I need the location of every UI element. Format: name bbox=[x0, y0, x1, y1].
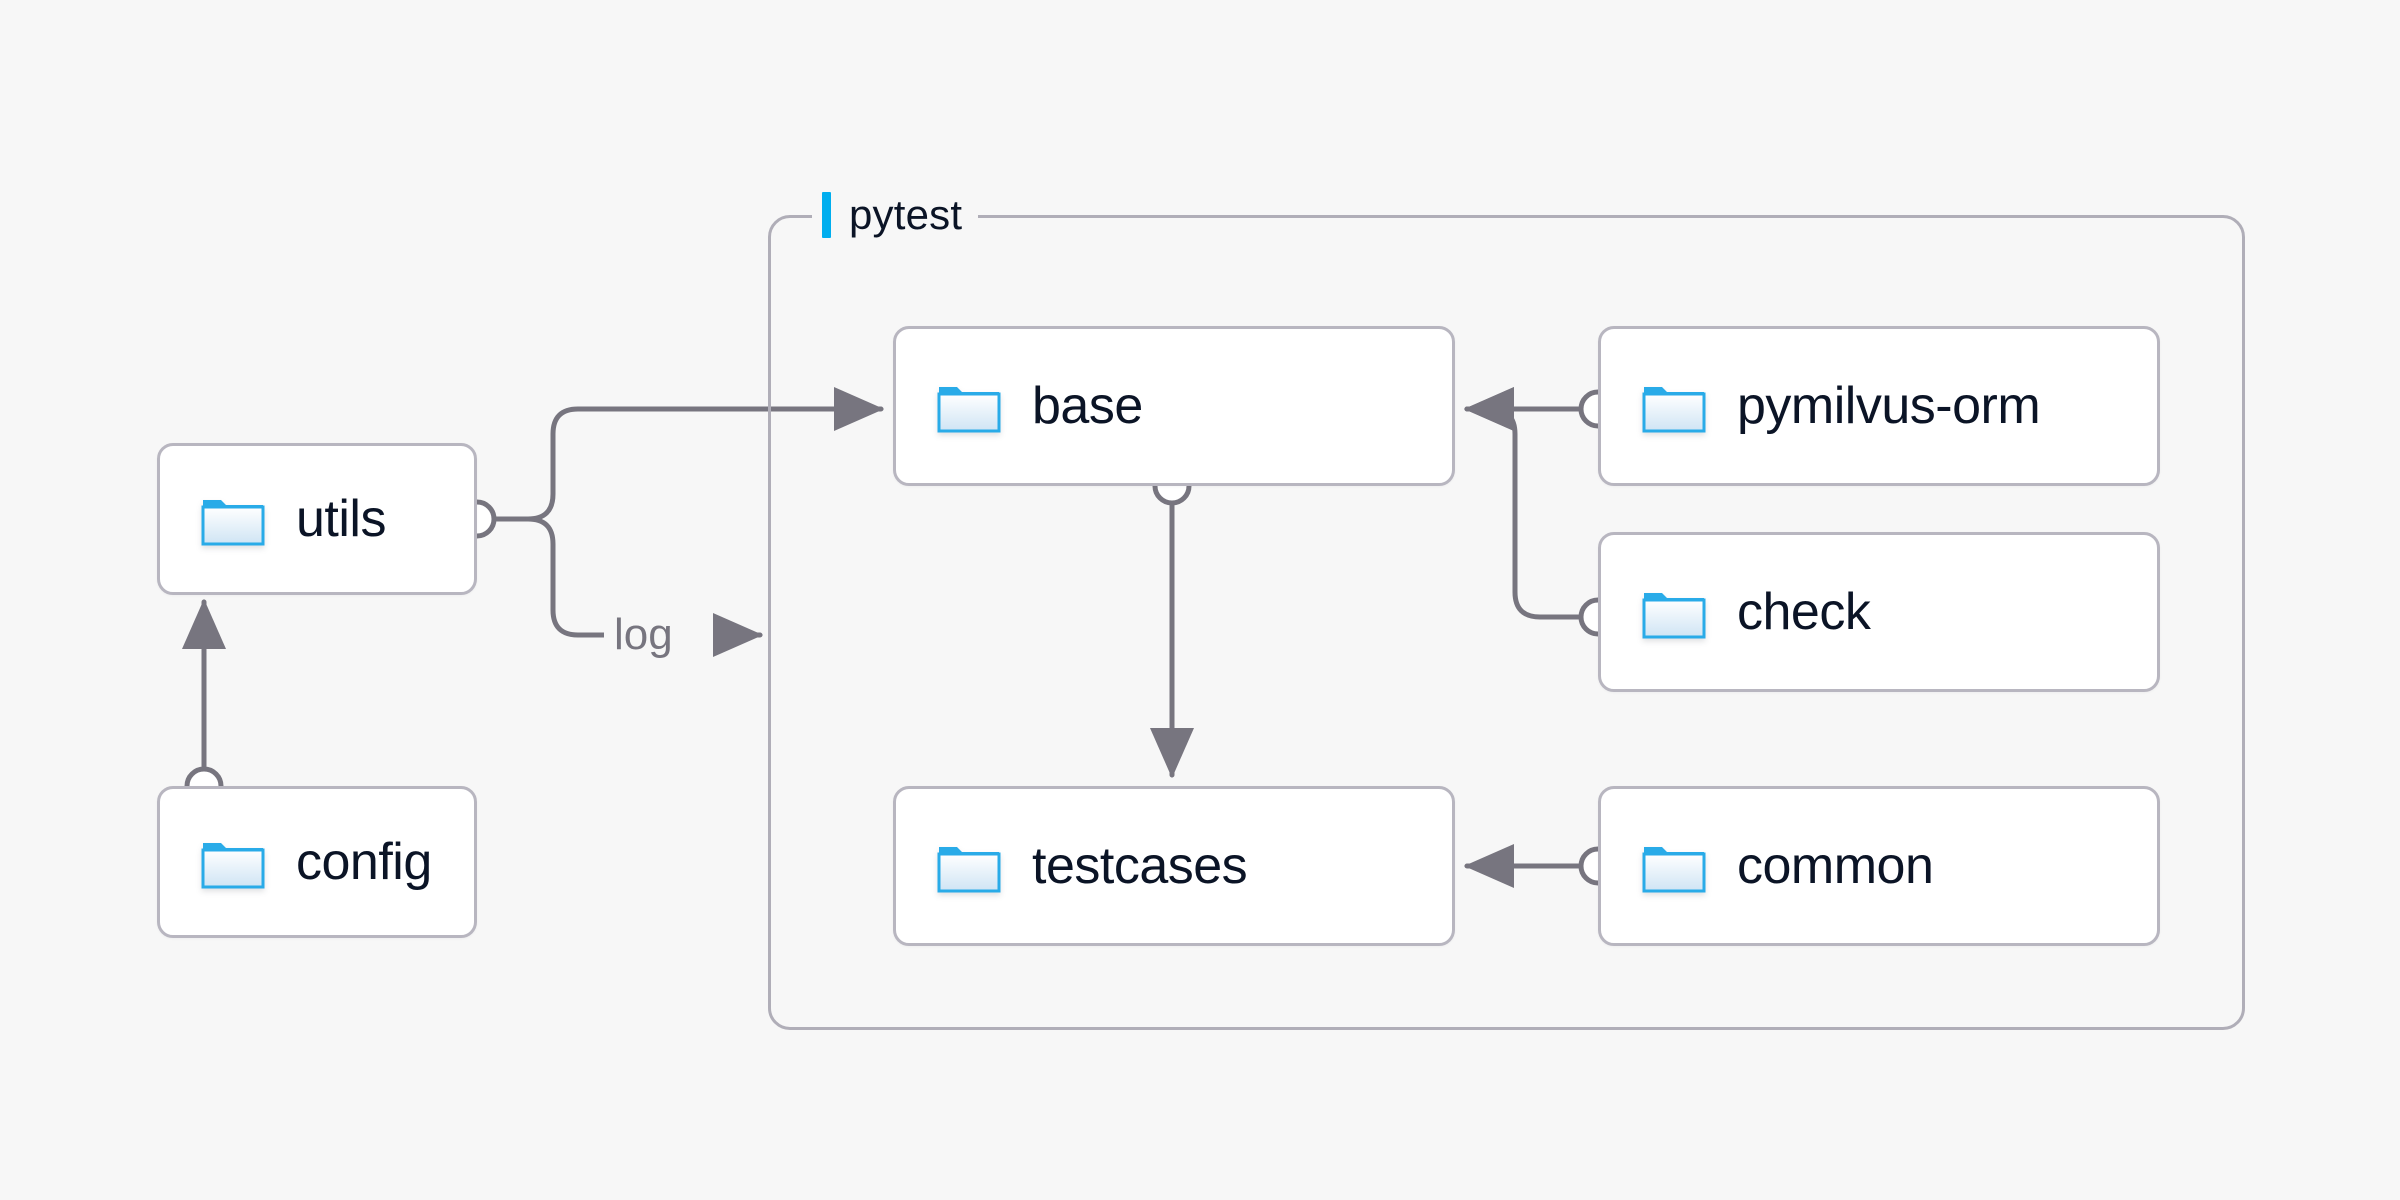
folder-icon bbox=[201, 843, 265, 889]
node-common-label: common bbox=[1737, 837, 1934, 895]
node-check[interactable]: check bbox=[1598, 532, 2160, 692]
group-pytest-label: pytest bbox=[812, 186, 979, 244]
node-config-label: config bbox=[296, 833, 432, 891]
group-pytest-title: pytest bbox=[849, 191, 963, 238]
node-common[interactable]: common bbox=[1598, 786, 2160, 946]
node-utils-label: utils bbox=[296, 490, 386, 548]
node-testcases[interactable]: testcases bbox=[893, 786, 1455, 946]
folder-icon bbox=[1642, 847, 1706, 893]
node-base-label: base bbox=[1032, 377, 1143, 435]
node-testcases-label: testcases bbox=[1032, 837, 1248, 895]
edge-label-log: log bbox=[604, 613, 683, 657]
vertical-bar-accent-icon bbox=[822, 192, 831, 238]
node-base[interactable]: base bbox=[893, 326, 1455, 486]
folder-icon bbox=[937, 387, 1001, 433]
folder-icon bbox=[937, 847, 1001, 893]
folder-icon bbox=[201, 500, 265, 546]
node-pymilvus-orm[interactable]: pymilvus-orm bbox=[1598, 326, 2160, 486]
folder-icon bbox=[1642, 593, 1706, 639]
group-pytest[interactable] bbox=[768, 215, 2245, 1030]
node-pymilvus-orm-label: pymilvus-orm bbox=[1737, 377, 2041, 435]
node-utils[interactable]: utils bbox=[157, 443, 477, 595]
node-check-label: check bbox=[1737, 583, 1871, 641]
node-config[interactable]: config bbox=[157, 786, 477, 938]
folder-icon bbox=[1642, 387, 1706, 433]
